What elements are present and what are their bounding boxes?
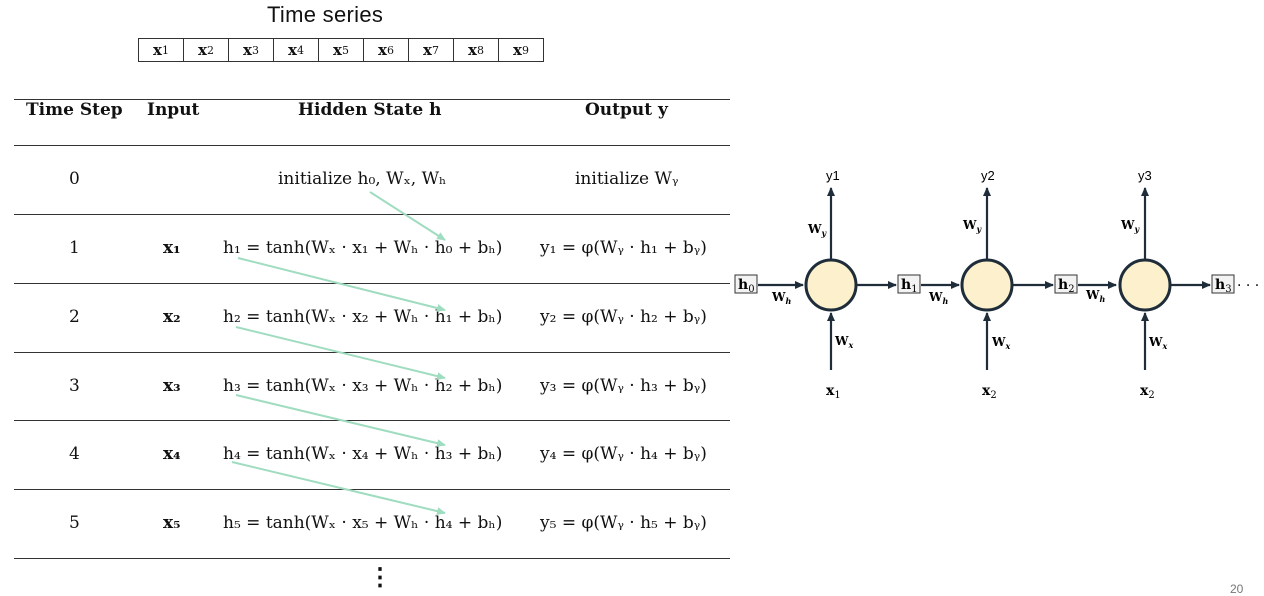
row-step: 0	[69, 169, 80, 189]
row-step: 4	[69, 444, 80, 464]
table-row-rule	[14, 420, 730, 421]
recurrence-connector	[235, 326, 446, 380]
row-output-formula: y₅ = φ(Wᵧ · h₅ + bᵧ)	[540, 513, 707, 533]
row-step: 3	[69, 376, 80, 396]
rnn-cell-node	[960, 258, 1014, 312]
svg-text:Wx: Wx	[1148, 335, 1167, 351]
time-series-title: Time series	[267, 2, 384, 27]
svg-text:Wh: Wh	[771, 290, 791, 306]
svg-text:Wx: Wx	[834, 334, 853, 350]
svg-text:Wh: Wh	[1085, 288, 1105, 304]
row-step: 5	[69, 513, 80, 533]
header-input: Input	[147, 100, 200, 120]
row-hidden-formula: h₂ = tanh(Wₓ · x₂ + Wₕ · h₁ + bₕ)	[223, 307, 503, 327]
page-number: 20	[1230, 582, 1244, 596]
rnn-cell-node	[804, 258, 858, 312]
hidden-state-box	[897, 274, 921, 294]
rnn-diagram: h0 h1 h2 h3 · · · y1	[734, 168, 1259, 401]
header-time-step: Time Step	[26, 100, 123, 120]
svg-text:Wh: Wh	[928, 290, 948, 306]
table-row-rule	[14, 214, 730, 215]
svg-text:x2: x2	[982, 383, 997, 401]
rnn-cell-node	[1118, 258, 1172, 312]
hidden-state-box	[734, 274, 758, 294]
output-label: y3	[1138, 168, 1152, 183]
row-output-formula: y₁ = φ(Wᵧ · h₁ + bᵧ)	[540, 238, 707, 258]
row-output-formula: y₂ = φ(Wᵧ · h₂ + bᵧ)	[540, 307, 707, 327]
table-row-rule	[14, 283, 730, 284]
row-output-formula: y₄ = φ(Wᵧ · h₄ + bᵧ)	[540, 444, 707, 464]
recurrence-connector	[231, 461, 446, 516]
row-input: x₂	[163, 307, 181, 327]
table-header-rule	[14, 145, 730, 146]
row-hidden-formula: h₅ = tanh(Wₓ · x₅ + Wₕ · h₄ + bₕ)	[223, 513, 503, 533]
row-step: 2	[69, 307, 80, 327]
recurrence-connector	[369, 191, 446, 241]
row-output-formula: initialize Wᵧ	[575, 169, 679, 189]
hidden-state-box	[1211, 274, 1235, 294]
table-bottom-rule	[14, 558, 730, 559]
continuation-dots: ⋮	[368, 562, 392, 591]
svg-text:Wy: Wy	[1120, 218, 1140, 234]
row-step: 1	[69, 238, 80, 258]
svg-text:Wy: Wy	[807, 222, 827, 238]
svg-text:x2: x2	[1140, 383, 1155, 401]
row-input: x₁	[163, 238, 181, 258]
header-hidden-state: Hidden State h	[298, 100, 442, 120]
table-top-rule	[14, 99, 730, 100]
row-input: x₃	[163, 376, 181, 396]
hidden-state-box	[1054, 274, 1078, 294]
header-output: Output y	[585, 100, 668, 120]
table-row-rule	[14, 489, 730, 490]
svg-text:Wy: Wy	[962, 218, 982, 234]
table-row-rule	[14, 352, 730, 353]
row-hidden-formula: h₃ = tanh(Wₓ · x₃ + Wₕ · h₂ + bₕ)	[223, 376, 503, 396]
svg-text:x1: x1	[826, 383, 841, 401]
recurrence-connector	[237, 257, 446, 312]
trailing-dots: · · ·	[1237, 278, 1259, 294]
output-label: y1	[826, 168, 840, 183]
row-hidden-formula: h₁ = tanh(Wₓ · x₁ + Wₕ · h₀ + bₕ)	[223, 238, 503, 258]
row-input: x₄	[163, 444, 181, 464]
recurrence-connector	[235, 394, 446, 448]
row-input: x₅	[163, 513, 181, 533]
row-hidden-formula: initialize h₀, Wₓ, Wₕ	[278, 169, 447, 189]
row-output-formula: y₃ = φ(Wᵧ · h₃ + bᵧ)	[540, 376, 707, 396]
row-hidden-formula: h₄ = tanh(Wₓ · x₄ + Wₕ · h₃ + bₕ)	[223, 444, 503, 464]
svg-text:Wx: Wx	[991, 335, 1010, 351]
output-label: y2	[981, 168, 995, 183]
